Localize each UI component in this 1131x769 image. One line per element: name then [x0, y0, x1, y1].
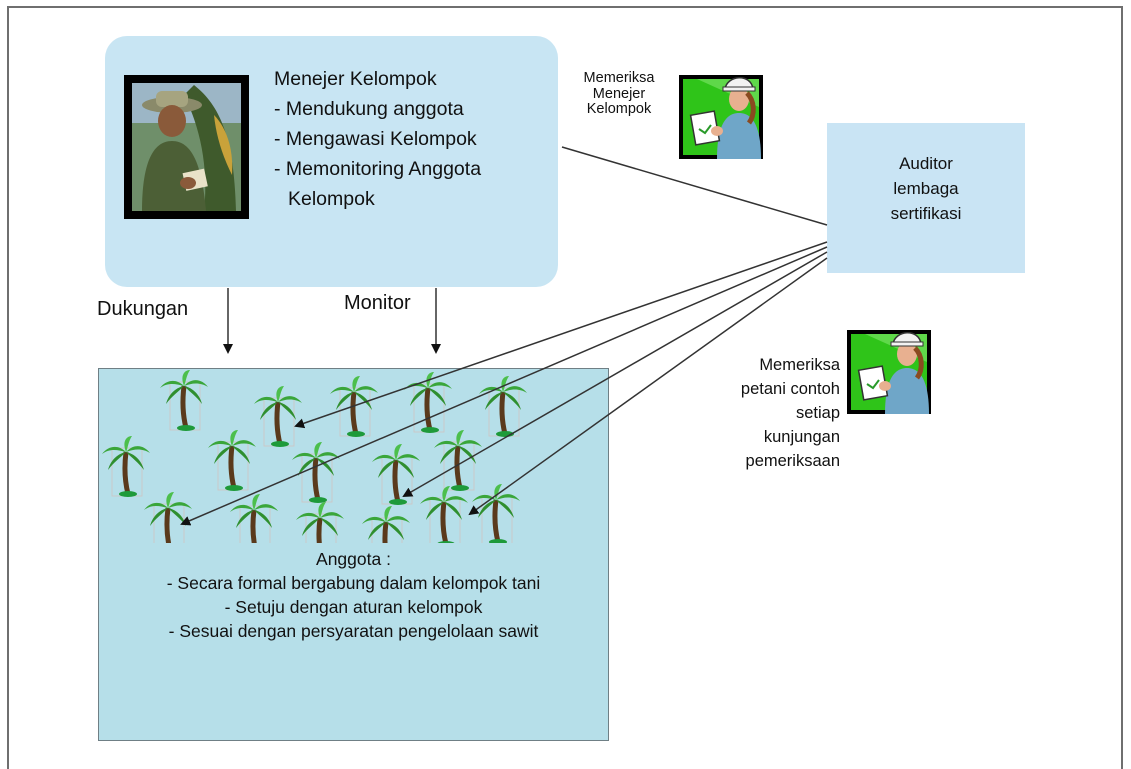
palm-tree-icon	[479, 376, 527, 437]
palm-tree-icon	[144, 492, 192, 543]
inspect-manager-line: Memeriksa	[583, 70, 655, 86]
manager-duty: - Mendukung anggota	[274, 98, 464, 120]
monitor-arrow-label: Monitor	[344, 292, 411, 314]
palm-tree-icon	[102, 436, 150, 497]
farmer-portrait-icon	[124, 75, 249, 219]
auditor-label: Auditor lembaga sertifikasi	[827, 151, 1025, 226]
members-description: Anggota : - Secara formal bergabung dala…	[98, 547, 609, 643]
auditor-box	[827, 123, 1025, 273]
inspect-farmers-line: petani contoh	[740, 380, 840, 398]
palm-tree-icon	[230, 494, 278, 543]
palm-tree-icon	[160, 370, 208, 431]
palm-tree-icon	[372, 444, 420, 505]
inspect-manager-line: Kelompok	[586, 101, 652, 117]
manager-title: Menejer Kelompok	[274, 68, 437, 90]
palm-grid	[98, 368, 609, 543]
palm-tree-icon	[434, 430, 482, 491]
inspect-manager-label: Memeriksa Menejer Kelompok	[560, 70, 678, 118]
manager-duty: - Memonitoring Anggota	[274, 158, 482, 180]
manager-description: Menejer Kelompok - Mendukung anggota - M…	[274, 64, 554, 214]
palm-tree-icon	[208, 430, 256, 491]
palm-tree-icon	[254, 386, 302, 447]
inspector-clipboard-icon	[677, 67, 767, 166]
inspect-farmers-label: Memeriksa petani contoh setiap kunjungan…	[690, 353, 840, 473]
diagram-frame	[7, 6, 1123, 769]
auditor-line: Auditor	[899, 154, 953, 173]
palm-tree-icon	[362, 506, 410, 543]
members-title: Anggota :	[316, 549, 391, 569]
members-item: - Setuju dengan aturan kelompok	[224, 597, 483, 617]
palm-tree-icon	[472, 484, 520, 543]
palm-tree-icon	[292, 442, 340, 503]
auditor-line: lembaga	[893, 179, 959, 198]
inspect-farmers-line: setiap	[795, 404, 840, 422]
inspect-manager-line: Menejer	[592, 85, 646, 102]
support-arrow-label: Dukungan	[97, 298, 189, 320]
manager-duty: - Mengawasi Kelompok	[274, 128, 477, 150]
auditor-line: sertifikasi	[890, 204, 962, 223]
inspect-farmers-line: pemeriksaan	[745, 452, 840, 470]
palm-tree-icon	[330, 376, 378, 437]
members-item: - Sesuai dengan persyaratan pengelolaan …	[168, 621, 539, 641]
inspect-farmers-line: Memeriksa	[759, 356, 840, 374]
palm-tree-icon	[296, 502, 344, 543]
manager-duty: Kelompok	[288, 188, 375, 210]
inspector-clipboard-icon	[845, 322, 935, 421]
palm-tree-icon	[420, 486, 468, 543]
members-item: - Secara formal bergabung dalam kelompok…	[166, 573, 541, 593]
inspect-farmers-line: kunjungan	[763, 428, 840, 446]
palm-tree-icon	[404, 372, 452, 433]
